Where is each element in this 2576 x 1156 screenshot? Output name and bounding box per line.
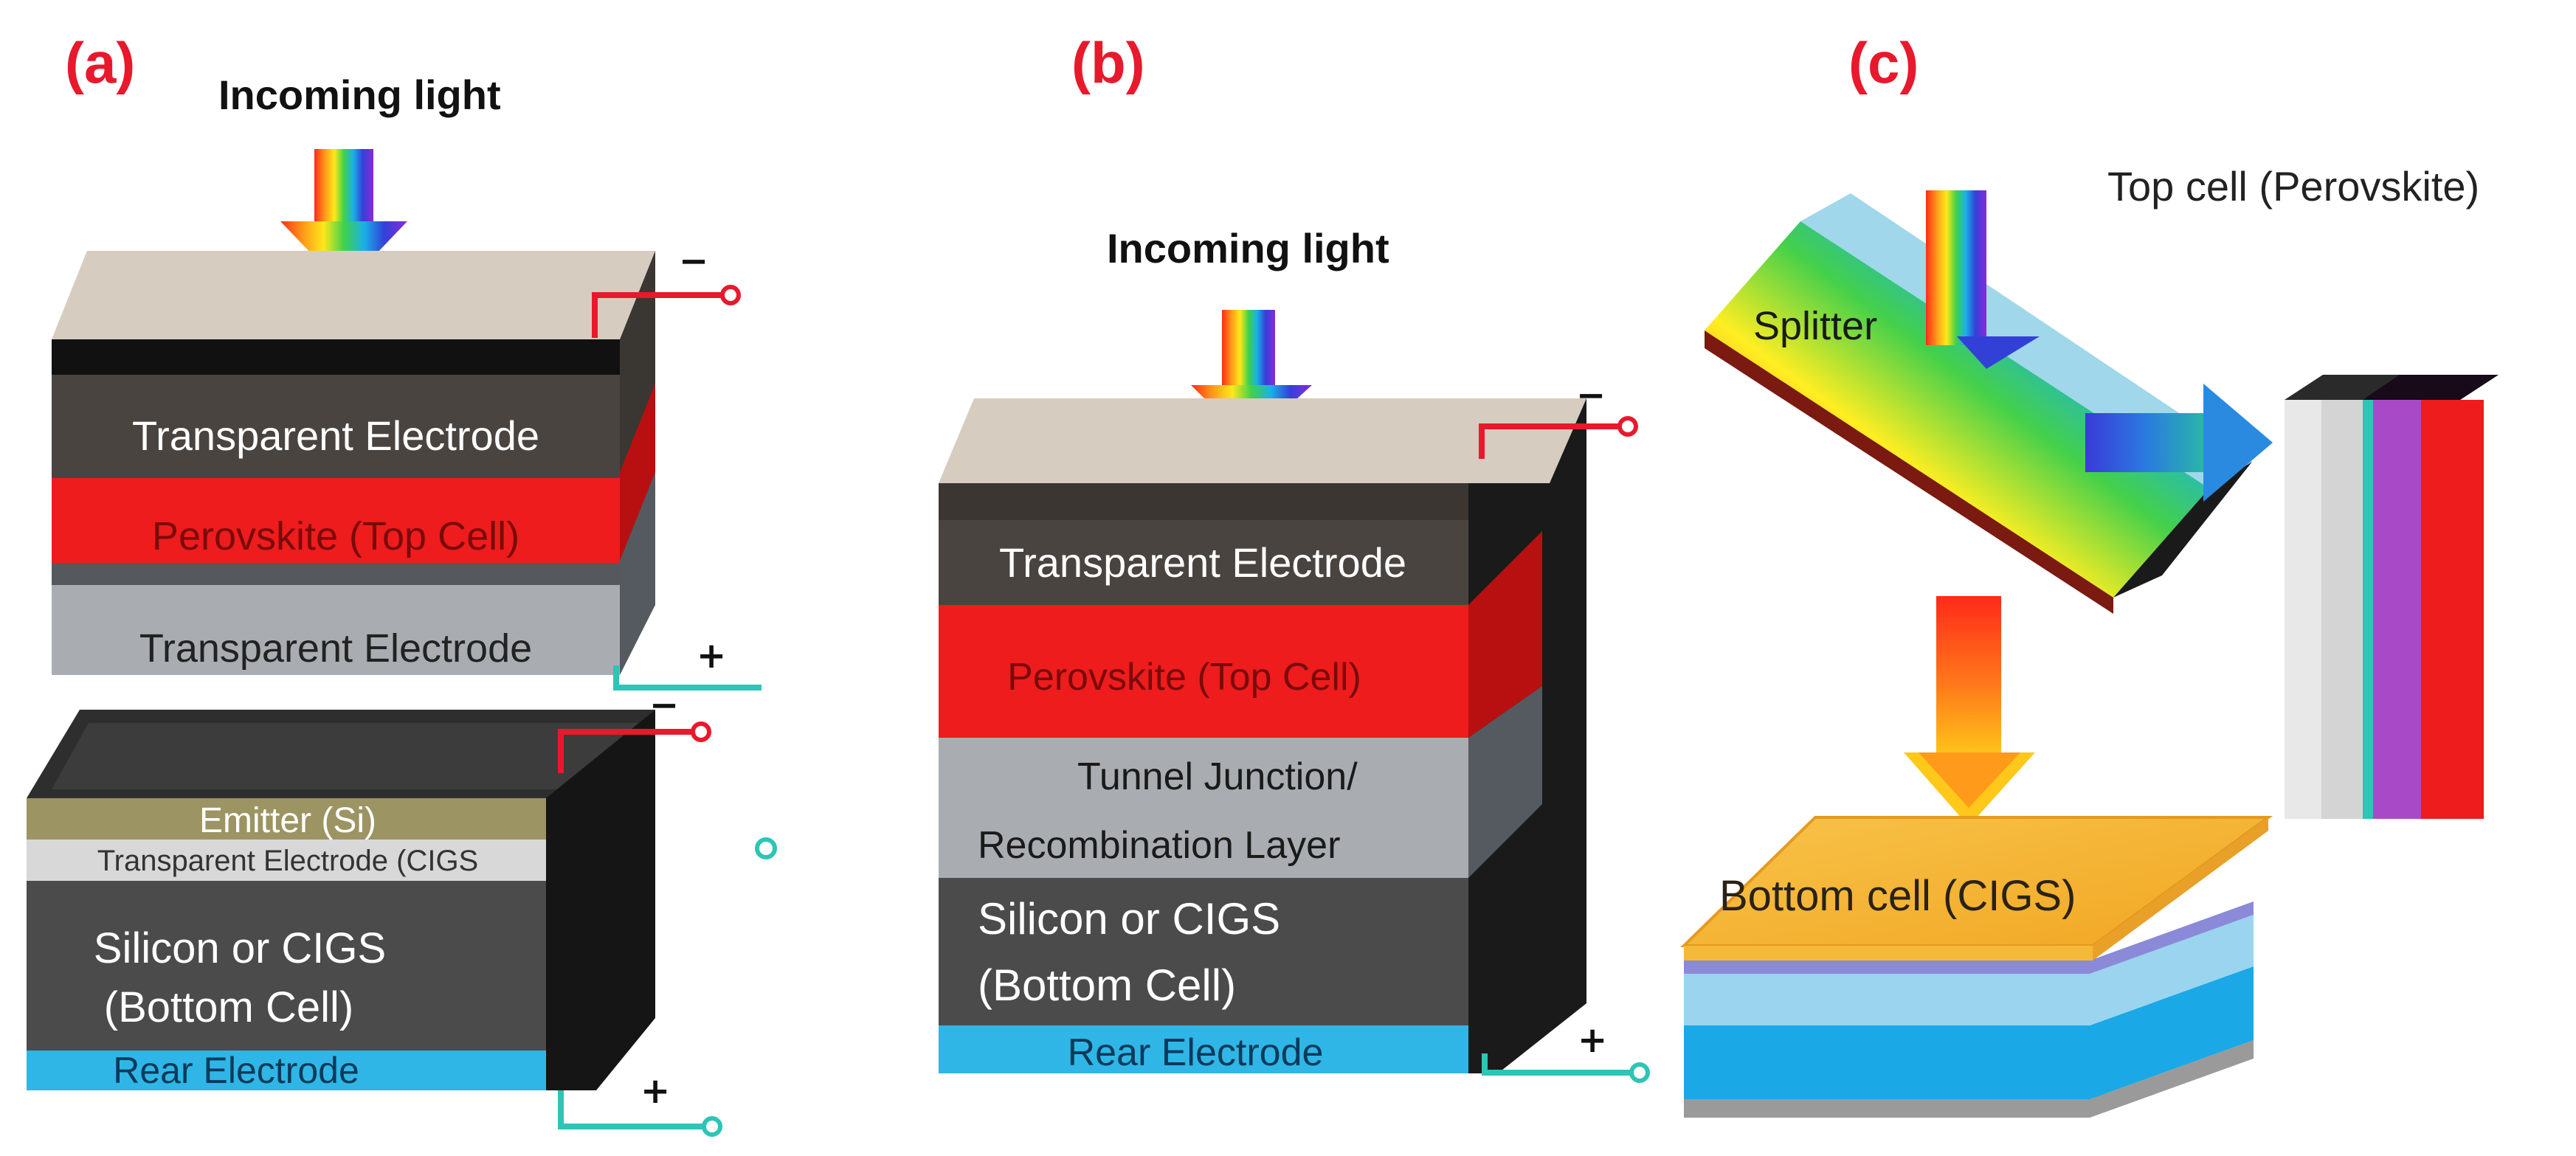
panel-b-layer-label-recombination: Recombination Layer	[978, 824, 1340, 867]
panel-b-layer-label-bottom-cell: (Bottom Cell)	[978, 961, 1236, 1010]
panel-b-label: (b)	[1071, 30, 1145, 95]
panel-b-layer-label-transparent-electrode: Transparent Electrode	[999, 539, 1406, 586]
panel-a-layer-label-rear-electrode: Rear Electrode	[113, 1050, 359, 1091]
panel-a-layer-label-silicon: Silicon or CIGS	[94, 924, 386, 972]
panel-c-bottom-cell: Bottom cell (CIGS)	[1680, 816, 2273, 1118]
panel-b-wires: − +	[1479, 375, 1650, 1083]
panel-c-blue-arrow	[2085, 384, 2273, 502]
panel-a-emitter-layer	[27, 798, 546, 840]
panel-a-top-wires: − +	[592, 240, 762, 691]
panel-b-stack: Transparent Electrode Perovskite (Top Ce…	[939, 398, 1586, 1074]
panel-b-incoming-light-label: Incoming light	[1107, 225, 1389, 271]
panel-a-layer-label-transparent-electrode-cigs: Transparent Electrode (CIGS	[97, 845, 479, 877]
panel-a-label: (a)	[65, 30, 135, 95]
panel-a-perovskite-layer	[52, 478, 620, 563]
panel-b-layer-label-silicon: Silicon or CIGS	[978, 894, 1280, 944]
panel-a-layer-label-bottom-cell: (Bottom Cell)	[104, 983, 353, 1031]
panel-b-minus-sign: −	[1576, 375, 1606, 416]
panel-c-red-arrow	[1904, 596, 2035, 826]
panel-a-top-plus-sign: +	[697, 635, 726, 676]
panel-a-layer-label-perovskite: Perovskite (Top Cell)	[152, 514, 519, 558]
panel-a-layer-label-emitter: Emitter (Si)	[199, 801, 376, 840]
panel-a-top-transparent-electrode-2	[52, 585, 620, 675]
panel-a-top-black-layer	[52, 339, 620, 375]
panel-c-label: (c)	[1848, 30, 1919, 95]
panel-a-bottom-stack: Emitter (Si) Transparent Electrode (CIGS…	[27, 710, 655, 1091]
panel-b-transparent-electrode	[939, 520, 1468, 605]
panel-a-incoming-light-label: Incoming light	[218, 72, 501, 118]
panel-a-top-minus-sign: −	[679, 240, 708, 282]
panel-b-plus-sign: +	[1578, 1020, 1607, 1061]
panel-c-top-cell: Top cell (Perovskite)	[2107, 163, 2499, 819]
panel-c-top-cell-label: Top cell (Perovskite)	[2107, 163, 2479, 210]
panel-a-layer-label-transparent-electrode: Transparent Electrode	[132, 412, 539, 459]
panel-c-bottom-cell-label: Bottom cell (CIGS)	[1719, 872, 2076, 920]
panel-a-top-stack: Transparent Electrode Perovskite (Top Ce…	[52, 251, 655, 675]
panel-a-bottom-wires: − +	[558, 685, 777, 1137]
panel-b-tunnel-junction-layer	[939, 738, 1468, 878]
panel-a-bottom-transparent-electrode	[27, 840, 546, 881]
panel-b-layer-label-perovskite: Perovskite (Top Cell)	[1007, 656, 1361, 699]
panel-b-layer-label-tunnel-junction: Tunnel Junction/	[1077, 755, 1358, 798]
panel-b-rear-electrode	[939, 1025, 1468, 1073]
panel-b-perovskite-layer	[939, 605, 1468, 738]
panel-c-light-arrow	[1926, 190, 2040, 369]
panel-a-teal-terminal	[755, 837, 777, 859]
panel-b-layer-label-rear-electrode: Rear Electrode	[1068, 1031, 1324, 1074]
panel-a-bottom-plus-sign: +	[640, 1070, 670, 1112]
panel-a-rear-electrode	[27, 1051, 546, 1090]
panel-c-splitter-label: Splitter	[1753, 304, 1877, 348]
panel-a-layer-label-transparent-electrode-lower: Transparent Electrode	[139, 626, 532, 671]
panel-a-silicon-layer	[27, 881, 546, 1051]
panel-a-bottom-minus-sign: −	[649, 685, 679, 726]
panel-a-top-transparent-electrode-1	[52, 375, 620, 478]
panel-b-silicon-layer	[939, 878, 1468, 1025]
